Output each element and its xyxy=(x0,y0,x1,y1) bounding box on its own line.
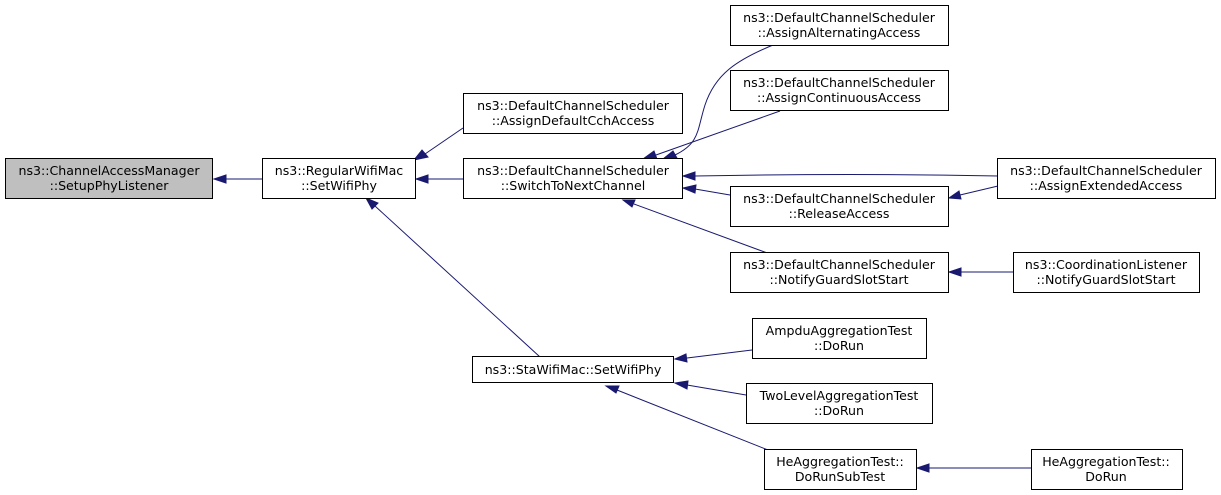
node-he-aggregation-test-do-run[interactable]: HeAggregationTest:: DoRun xyxy=(1031,449,1183,490)
node-label-line1: ns3::ChannelAccessManager xyxy=(18,163,200,178)
node-he-aggregation-test-do-run-sub-test[interactable]: HeAggregationTest:: DoRunSubTest xyxy=(764,449,917,490)
node-label-line2: ::AssignDefaultCchAccess xyxy=(492,113,655,128)
node-label-line1: ns3::DefaultChannelScheduler xyxy=(477,163,670,178)
node-label-line1: ns3::DefaultChannelScheduler xyxy=(743,191,936,206)
node-label-line2: ::ReleaseAccess xyxy=(789,206,890,221)
node-release-access[interactable]: ns3::DefaultChannelScheduler ::ReleaseAc… xyxy=(730,186,949,227)
node-channel-access-manager-setup-phy-listener[interactable]: ns3::ChannelAccessManager ::SetupPhyList… xyxy=(5,158,213,199)
node-label-line1: ns3::DefaultChannelScheduler xyxy=(743,75,936,90)
edge-extended-to-switch xyxy=(681,171,999,181)
node-switch-to-next-channel[interactable]: ns3::DefaultChannelScheduler ::SwitchToN… xyxy=(463,158,683,199)
node-label-line2: ::DoRun xyxy=(814,403,864,418)
node-label-line2: ::SetupPhyListener xyxy=(50,178,170,193)
edge-hesubtest-to-sta xyxy=(604,385,769,451)
node-two-level-aggregation-test-do-run[interactable]: TwoLevelAggregationTest ::DoRun xyxy=(746,383,933,424)
node-label-line1: TwoLevelAggregationTest xyxy=(759,388,919,403)
node-label-line1: ns3::DefaultChannelScheduler xyxy=(477,98,670,113)
edge-release-to-switch xyxy=(681,184,731,196)
node-notify-guard-slot-start[interactable]: ns3::DefaultChannelScheduler ::NotifyGua… xyxy=(730,252,949,293)
node-label-line2: ::SwitchToNextChannel xyxy=(501,178,645,193)
nodes: ns3::ChannelAccessManager ::SetupPhyList… xyxy=(5,5,1216,490)
node-assign-alternating-access[interactable]: ns3::DefaultChannelScheduler ::AssignAlt… xyxy=(730,5,949,46)
node-label-line1: ns3::CoordinationListener xyxy=(1025,257,1188,272)
node-label-line2: ::DoRun xyxy=(814,338,864,353)
node-coordination-listener-notify-guard-slot-start[interactable]: ns3::CoordinationListener ::NotifyGuardS… xyxy=(1013,252,1200,293)
node-label-line2: ::NotifyGuardSlotStart xyxy=(769,272,908,287)
node-label-line2: ::NotifyGuardSlotStart xyxy=(1036,272,1175,287)
edges xyxy=(212,42,1031,473)
node-label-line1: HeAggregationTest:: xyxy=(1042,454,1170,469)
edge-herun-to-hesubtest xyxy=(915,463,1031,473)
node-label-line2: DoRun xyxy=(1085,469,1127,484)
node-regular-wifi-mac-set-wifi-phy[interactable]: ns3::RegularWifiMac ::SetWifiPhy xyxy=(262,158,416,199)
node-label-line1: ns3::DefaultChannelScheduler xyxy=(1010,163,1203,178)
edge-switch-to-regular xyxy=(414,174,463,184)
node-label-line2: ::AssignAlternatingAccess xyxy=(758,25,921,40)
node-assign-default-cch-access[interactable]: ns3::DefaultChannelScheduler ::AssignDef… xyxy=(463,93,683,134)
edge-ampdu-to-sta xyxy=(673,349,753,363)
node-label-line1: ns3::StaWifiMac::SetWifiPhy xyxy=(485,362,662,377)
node-label-line1: ns3::DefaultChannelScheduler xyxy=(743,10,936,25)
node-label-line1: ns3::DefaultChannelScheduler xyxy=(743,257,936,272)
node-label-line1: HeAggregationTest:: xyxy=(776,454,904,469)
node-assign-continuous-access[interactable]: ns3::DefaultChannelScheduler ::AssignCon… xyxy=(730,70,949,111)
edge-regular-to-setup xyxy=(212,174,262,184)
node-label-line2: ::AssignContinuousAccess xyxy=(757,90,921,105)
node-label-line2: DoRunSubTest xyxy=(795,469,885,484)
edge-sta-to-regular xyxy=(364,196,541,358)
node-sta-wifi-mac-set-wifi-phy[interactable]: ns3::StaWifiMac::SetWifiPhy xyxy=(472,356,674,383)
edge-assigndefault-to-regular xyxy=(412,127,464,161)
node-ampdu-aggregation-test-do-run[interactable]: AmpduAggregationTest ::DoRun xyxy=(752,318,927,359)
edge-notifyguard-to-switch xyxy=(621,199,771,255)
edge-coord-to-notifyguard xyxy=(947,267,1013,277)
node-label-line1: AmpduAggregationTest xyxy=(766,323,913,338)
node-assign-extended-access[interactable]: ns3::DefaultChannelScheduler ::AssignExt… xyxy=(997,158,1216,199)
node-label-line2: ::AssignExtendedAccess xyxy=(1030,178,1183,193)
node-label-line2: ::SetWifiPhy xyxy=(301,178,377,193)
edge-twolevel-to-sta xyxy=(673,380,747,396)
edge-extended-to-release xyxy=(947,185,999,200)
node-label-line1: ns3::RegularWifiMac xyxy=(275,163,404,178)
